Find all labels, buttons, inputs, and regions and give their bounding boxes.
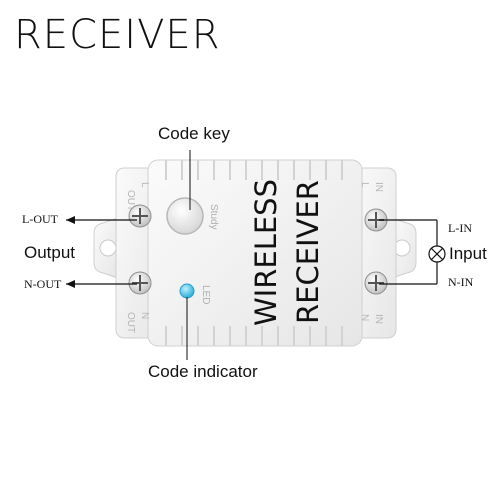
- right-bottom-terminal-letter: N: [359, 314, 370, 321]
- code-key-label: Code key: [158, 124, 230, 143]
- study-button-label: Study: [208, 204, 219, 230]
- n-out-label: N-OUT: [24, 277, 62, 291]
- study-button[interactable]: [166, 197, 204, 235]
- device-text-receiver: RECEIVER: [291, 180, 325, 324]
- led-label: LED: [200, 285, 211, 304]
- l-in-label: L-IN: [448, 221, 472, 235]
- input-label: Input: [449, 244, 487, 263]
- receiver-casing: [147, 159, 363, 347]
- lamp-icon: [428, 245, 446, 263]
- left-bottom-terminal-label: OUT: [125, 312, 136, 333]
- screw-l-out: [128, 204, 152, 228]
- bottom-ribs: [165, 326, 343, 346]
- n-out-wire: [66, 280, 137, 288]
- l-out-wire: [66, 216, 137, 224]
- device-text-wireless: WIRELESS: [249, 179, 283, 326]
- code-indicator-led: [179, 283, 195, 299]
- page-title: RECEIVER: [14, 12, 221, 58]
- output-label: Output: [24, 243, 76, 262]
- n-in-label: N-IN: [448, 275, 474, 289]
- screw-n-in: [364, 271, 388, 295]
- right-top-terminal-label: IN: [373, 182, 384, 192]
- screw-n-out: [128, 271, 152, 295]
- l-out-label: L-OUT: [22, 212, 58, 226]
- left-bottom-terminal-letter: N: [139, 312, 150, 319]
- top-ribs: [165, 160, 343, 180]
- left-top-terminal-letter: L: [139, 182, 150, 188]
- input-wiring: [379, 219, 438, 285]
- left-mounting-ear: [93, 217, 119, 279]
- code-indicator-label: Code indicator: [148, 362, 258, 381]
- right-bottom-terminal-label: IN: [373, 314, 384, 324]
- right-top-terminal-letter: L: [359, 182, 370, 188]
- left-top-terminal-label: OUT: [125, 190, 136, 211]
- right-mounting-ear: [391, 217, 417, 279]
